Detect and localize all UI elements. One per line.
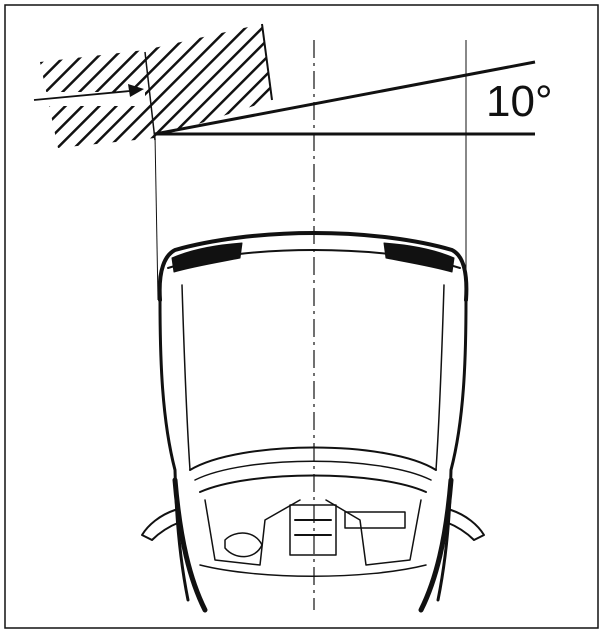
angle-label: 10° — [486, 77, 553, 126]
wall-edge-line — [144, 51, 156, 141]
angle-line — [154, 60, 536, 136]
vehicle-top-view — [141, 231, 485, 613]
approach-arrow — [33, 84, 144, 101]
hatched-wall — [30, 23, 273, 148]
left-vertical-guide — [154, 134, 159, 301]
figure-frame — [4, 4, 599, 629]
